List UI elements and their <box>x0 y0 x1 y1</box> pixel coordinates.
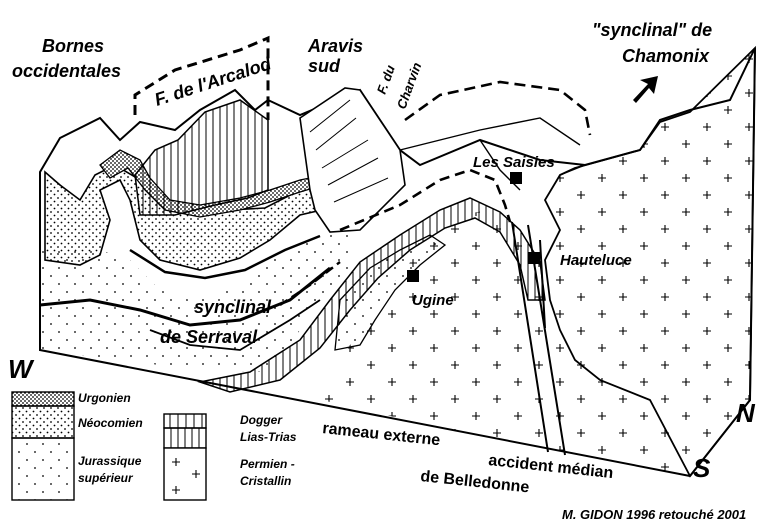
saisies-dashed-arc <box>404 80 592 136</box>
jurassique-body <box>40 230 355 372</box>
legend-plus-marks <box>172 458 200 494</box>
hauteluce-marker <box>528 252 540 264</box>
cristallin-massif <box>300 210 690 476</box>
legend-label-neocomien: Néocomien <box>78 416 143 430</box>
serraval-syncline-axis <box>39 266 331 327</box>
label-charvin-2: Charvin <box>394 60 425 111</box>
credit-line: M. GIDON 1996 retouché 2001 <box>562 507 746 522</box>
arcalod-dashed-outline <box>133 35 270 120</box>
label-bornes-1: Bornes <box>42 36 104 56</box>
front-dashed-thrust <box>279 261 341 306</box>
ridge-curve <box>129 234 321 280</box>
label-chamonix-2: Chamonix <box>622 46 710 66</box>
charvin-dashed-fold <box>339 168 512 232</box>
label-west: W <box>8 354 35 384</box>
ugine-marker <box>407 270 419 282</box>
label-saisies: Les Saisies <box>473 154 555 171</box>
legend-swatch-urgonien <box>11 391 75 407</box>
northeast-arrow-icon <box>633 76 658 103</box>
label-aravis-1: Aravis <box>307 36 363 56</box>
les-saisies-marker <box>510 172 522 184</box>
legend-label-dogger: Dogger <box>240 413 283 427</box>
legend-swatch-jurassique <box>11 437 75 501</box>
legend-label-jurassique-1: Jurassique <box>78 454 142 468</box>
arcalod-hatched-block <box>134 99 269 216</box>
legend: Urgonien Néocomien Jurassique supérieur … <box>11 391 297 501</box>
aravis-cliff <box>299 87 406 233</box>
legend-label-jurassique-2: supérieur <box>78 471 134 485</box>
legend-label-permien-1: Permien - <box>240 457 295 471</box>
label-hauteluce: Hauteluce <box>560 252 632 269</box>
label-ugine: Ugine <box>412 292 454 309</box>
cristallin-east-face <box>543 45 756 478</box>
label-rameau-2: de Belledonne <box>420 468 531 496</box>
legend-label-permien-2: Cristallin <box>240 474 291 488</box>
label-aravis-2: sud <box>308 56 341 76</box>
legend-label-lias-trias: Lias-Trias <box>240 430 297 444</box>
legend-swatch-lias-trias <box>163 427 207 449</box>
label-south: S <box>693 453 711 483</box>
label-chamonix-1: "synclinal" de <box>592 20 712 40</box>
legend-dogger-lines <box>169 414 203 428</box>
aravis-ridge-lines <box>309 99 389 203</box>
label-serraval-2: de Serraval <box>160 327 258 347</box>
label-serraval-1: synclinal <box>194 297 272 317</box>
lower-front-fold <box>149 299 321 351</box>
legend-label-urgonien: Urgonien <box>78 391 131 405</box>
label-north: N <box>736 398 756 428</box>
label-charvin-1: F. du <box>374 63 398 96</box>
label-bornes-2: occidentales <box>12 61 121 81</box>
legend-swatch-neocomien <box>11 405 75 439</box>
